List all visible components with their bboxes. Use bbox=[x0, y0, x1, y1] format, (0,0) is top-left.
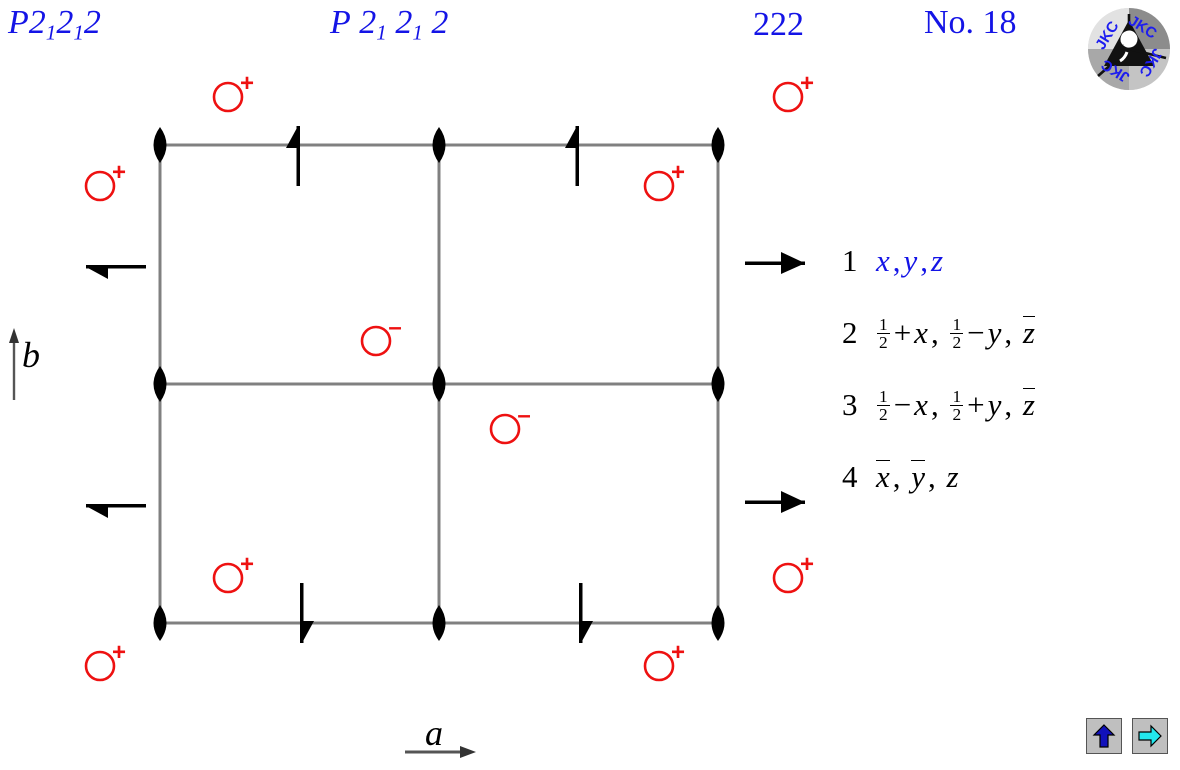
space-group-symmetry-diagram: + + + + – – + + + + bbox=[9, 70, 814, 758]
symbol-part-2c: 2 bbox=[83, 4, 101, 41]
b-axis-indicator bbox=[9, 328, 19, 400]
symbol-sub-1a: 1 bbox=[45, 20, 57, 45]
nav-up-button[interactable] bbox=[1086, 718, 1122, 754]
a-axis-indicator bbox=[405, 746, 476, 758]
twofold-axis-symbols bbox=[153, 127, 725, 641]
atom-circle bbox=[84, 170, 116, 202]
a-axis-label: a bbox=[425, 713, 443, 753]
right-arrow-icon bbox=[1138, 724, 1162, 748]
symbol-part-2b: 2 bbox=[56, 4, 74, 41]
atom-sign-minus: – bbox=[517, 402, 530, 429]
atom-circle bbox=[212, 81, 244, 113]
atom-sign-plus: + bbox=[671, 639, 685, 666]
operation-expression: x,y,z bbox=[876, 243, 944, 278]
operation-number: 4 bbox=[842, 459, 858, 494]
atom-sign-plus: + bbox=[112, 159, 126, 186]
atom-circle bbox=[84, 650, 116, 682]
short-hermann-mauguin-symbol: P21212 bbox=[8, 6, 101, 43]
atom-sign-plus: + bbox=[671, 159, 685, 186]
atom-sign-minus: – bbox=[388, 314, 401, 341]
full-symbol-p: P bbox=[330, 4, 351, 41]
overline-z: z bbox=[1022, 387, 1035, 422]
symmetry-operation-row: 4 x, y, z bbox=[842, 459, 1172, 531]
atom-circle bbox=[643, 170, 675, 202]
navigation-buttons bbox=[1086, 718, 1168, 754]
b-axis-label: b bbox=[22, 335, 40, 375]
atom-sign-plus: + bbox=[240, 70, 254, 97]
twofold-axis-horizontal-symbols bbox=[745, 252, 805, 513]
overline-z: z bbox=[1022, 315, 1035, 350]
symmetry-operation-row: 1 x,y,z bbox=[842, 243, 1172, 315]
screw-axis-horizontal-symbols bbox=[86, 265, 146, 518]
jkc-logo-icon: JKC JKC JKC JKC bbox=[1088, 8, 1170, 90]
operation-number: 2 bbox=[842, 315, 858, 350]
general-position-atoms bbox=[84, 81, 804, 682]
atom-circle bbox=[360, 325, 392, 357]
overline-y: y bbox=[911, 459, 926, 494]
full-symbol-sub-1a: 1 bbox=[376, 20, 387, 45]
full-symbol-2b: 2 bbox=[395, 4, 413, 41]
symbol-part-p2: P2 bbox=[8, 4, 46, 41]
overline-x: x bbox=[876, 459, 890, 494]
full-symbol-2a: 2 bbox=[359, 4, 377, 41]
nav-right-button[interactable] bbox=[1132, 718, 1168, 754]
atom-circle bbox=[772, 562, 804, 594]
atom-circle bbox=[643, 650, 675, 682]
space-group-number-label: No. 18 bbox=[924, 4, 1017, 41]
operation-number: 1 bbox=[842, 243, 858, 278]
atom-circle bbox=[772, 81, 804, 113]
atom-circle bbox=[212, 562, 244, 594]
point-group-label: 222 bbox=[753, 6, 804, 43]
atom-sign-plus: + bbox=[800, 70, 814, 97]
full-symbol-sub-1b: 1 bbox=[412, 20, 423, 45]
operation-expression: x, y, z bbox=[876, 459, 959, 494]
atom-sign-plus: + bbox=[240, 551, 254, 578]
symbol-sub-1b: 1 bbox=[73, 20, 84, 45]
operation-number: 3 bbox=[842, 387, 858, 422]
atom-height-signs: + + + + – – + + + + bbox=[112, 70, 814, 666]
atom-circle bbox=[489, 413, 521, 445]
atom-sign-plus: + bbox=[112, 639, 126, 666]
up-arrow-icon bbox=[1092, 724, 1116, 748]
full-hermann-mauguin-symbol: P 21 21 2 bbox=[330, 6, 448, 43]
full-symbol-2c: 2 bbox=[431, 4, 449, 41]
atom-sign-plus: + bbox=[800, 551, 814, 578]
